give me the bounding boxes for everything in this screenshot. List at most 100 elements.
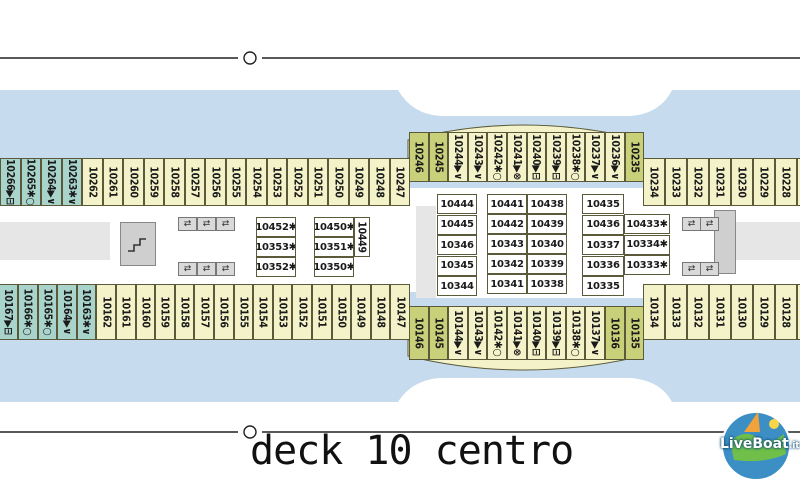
cabin-10235[interactable]: 10235 (624, 132, 645, 182)
cabin-10135[interactable]: 10135 (624, 306, 645, 360)
cabin-10229[interactable]: 10229 (753, 158, 775, 206)
cabin-10158[interactable]: 10158 (174, 284, 195, 340)
cabin-10127[interactable]: 10127 (797, 284, 800, 340)
cabin-10353[interactable]: 10353✱ (256, 237, 296, 257)
cabin-10132[interactable]: 10132 (687, 284, 709, 340)
cabin-10163[interactable]: 10163✱∨ (76, 284, 97, 340)
cabin-10445[interactable]: 10445 (437, 214, 477, 235)
cabin-10262[interactable]: 10262 (82, 158, 103, 206)
cabin-10146[interactable]: 10146 (409, 306, 429, 360)
cabin-10260[interactable]: 10260 (123, 158, 144, 206)
cabin-10155[interactable]: 10155 (233, 284, 254, 340)
cabin-10141[interactable]: 10141▶⊗ (507, 306, 527, 360)
cabin-10143[interactable]: 10143▶∨ (467, 306, 488, 360)
cabin-10150[interactable]: 10150 (331, 284, 352, 340)
cabin-10134[interactable]: 10134 (643, 284, 665, 340)
cabin-10250[interactable]: 10250 (328, 158, 349, 206)
cabin-10161[interactable]: 10161 (116, 284, 136, 340)
cabin-10259[interactable]: 10259 (143, 158, 164, 206)
cabin-10444[interactable]: 10444 (437, 194, 477, 214)
cabin-10343[interactable]: 10343 (487, 234, 527, 254)
cabin-10255[interactable]: 10255 (225, 158, 246, 206)
cabin-10237[interactable]: 10237▶∨ (585, 132, 605, 182)
cabin-10227[interactable]: 10227 (797, 158, 800, 206)
cabin-10159[interactable]: 10159 (155, 284, 175, 340)
cabin-10338[interactable]: 10338 (527, 274, 567, 294)
cabin-10339[interactable]: 10339 (527, 254, 567, 274)
cabin-10239[interactable]: 10239▶⊟ (546, 132, 566, 182)
cabin-10266[interactable]: 10266▶⊟ (0, 158, 21, 206)
cabin-10439[interactable]: 10439 (527, 214, 567, 234)
cabin-10441[interactable]: 10441 (487, 194, 527, 214)
cabin-10252[interactable]: 10252 (287, 158, 308, 206)
cabin-10156[interactable]: 10156 (214, 284, 234, 340)
cabin-10245[interactable]: 10245 (428, 132, 449, 182)
cabin-10233[interactable]: 10233 (665, 158, 687, 206)
cabin-10149[interactable]: 10149 (351, 284, 371, 340)
cabin-10243[interactable]: 10243▶∨ (467, 132, 488, 182)
cabin-10261[interactable]: 10261 (102, 158, 123, 206)
cabin-10433[interactable]: 10433✱ (624, 214, 670, 234)
cabin-10263[interactable]: 10263✱∨ (61, 158, 82, 206)
cabin-10342[interactable]: 10342 (487, 254, 527, 274)
cabin-10452[interactable]: 10452✱ (256, 217, 296, 237)
cabin-10352[interactable]: 10352✱ (256, 257, 296, 277)
cabin-10160[interactable]: 10160 (135, 284, 156, 340)
cabin-10241[interactable]: 10241▶⊗ (507, 132, 527, 182)
cabin-10128[interactable]: 10128 (775, 284, 797, 340)
cabin-10167[interactable]: 10167▶⊟ (0, 284, 18, 340)
cabin-10438[interactable]: 10438 (527, 194, 567, 214)
cabin-10346[interactable]: 10346 (437, 235, 477, 255)
cabin-10129[interactable]: 10129 (753, 284, 775, 340)
cabin-10341[interactable]: 10341 (487, 274, 527, 294)
cabin-10254[interactable]: 10254 (246, 158, 267, 206)
cabin-10137[interactable]: 10137▶∨ (585, 306, 605, 360)
cabin-10140[interactable]: 10140▶⊟ (526, 306, 547, 360)
cabin-10345[interactable]: 10345 (437, 255, 477, 276)
cabin-10436[interactable]: 10436 (582, 214, 624, 235)
cabin-10264[interactable]: 10264▶∨ (41, 158, 62, 206)
cabin-10449[interactable]: 10449 (354, 217, 370, 257)
cabin-10337[interactable]: 10337 (582, 235, 624, 255)
cabin-10138[interactable]: 10138✱○ (565, 306, 586, 360)
cabin-10450[interactable]: 10450✱ (314, 217, 354, 237)
cabin-10350[interactable]: 10350✱ (314, 257, 354, 277)
cabin-10144[interactable]: 10144▶∨ (448, 306, 468, 360)
cabin-10151[interactable]: 10151 (312, 284, 332, 340)
cabin-10248[interactable]: 10248 (369, 158, 390, 206)
cabin-10238[interactable]: 10238✱○ (565, 132, 586, 182)
cabin-10131[interactable]: 10131 (709, 284, 731, 340)
cabin-10257[interactable]: 10257 (184, 158, 205, 206)
cabin-10258[interactable]: 10258 (164, 158, 185, 206)
cabin-10152[interactable]: 10152 (292, 284, 312, 340)
cabin-10230[interactable]: 10230 (731, 158, 753, 206)
cabin-10251[interactable]: 10251 (307, 158, 328, 206)
cabin-10435[interactable]: 10435 (582, 194, 624, 214)
cabin-10236[interactable]: 10236▶∨ (605, 132, 625, 182)
cabin-10162[interactable]: 10162 (96, 284, 116, 340)
cabin-10145[interactable]: 10145 (428, 306, 449, 360)
cabin-10228[interactable]: 10228 (775, 158, 797, 206)
cabin-10340[interactable]: 10340 (527, 234, 567, 254)
cabin-10136[interactable]: 10136 (605, 306, 625, 360)
cabin-10165[interactable]: 10165✱○ (37, 284, 58, 340)
cabin-10265[interactable]: 10265✱○ (20, 158, 41, 206)
cabin-10442[interactable]: 10442 (487, 214, 527, 234)
cabin-10231[interactable]: 10231 (709, 158, 731, 206)
cabin-10139[interactable]: 10139▶⊟ (546, 306, 566, 360)
cabin-10164[interactable]: 10164▶∨ (57, 284, 77, 340)
cabin-10244[interactable]: 10244▶∨ (448, 132, 468, 182)
cabin-10240[interactable]: 10240▶⊟ (526, 132, 547, 182)
cabin-10335[interactable]: 10335 (582, 276, 624, 296)
cabin-10234[interactable]: 10234 (643, 158, 665, 206)
cabin-10133[interactable]: 10133 (665, 284, 687, 340)
cabin-10351[interactable]: 10351✱ (314, 237, 354, 257)
cabin-10166[interactable]: 10166✱○ (18, 284, 38, 340)
cabin-10142[interactable]: 10142✱○ (487, 306, 507, 360)
cabin-10247[interactable]: 10247 (389, 158, 410, 206)
cabin-10333[interactable]: 10333✱ (624, 255, 670, 275)
cabin-10130[interactable]: 10130 (731, 284, 753, 340)
cabin-10242[interactable]: 10242✱○ (487, 132, 507, 182)
cabin-10148[interactable]: 10148 (370, 284, 391, 340)
cabin-10153[interactable]: 10153 (272, 284, 293, 340)
